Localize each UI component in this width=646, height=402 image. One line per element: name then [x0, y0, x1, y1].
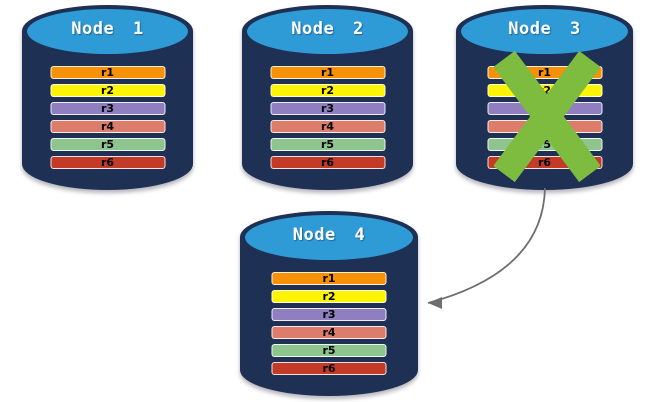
replica-bar-r2: r2	[270, 84, 385, 97]
replica-bar-r6: r6	[50, 156, 165, 169]
replica-bar-r5: r5	[270, 138, 385, 151]
replica-list: r1 r2 r3 r4 r5 r6	[271, 272, 387, 375]
replica-bar-r2: r2	[271, 290, 387, 303]
arrowhead-icon	[428, 297, 442, 309]
replica-list: r1 r2 r3 r4 r5 r6	[50, 66, 165, 169]
replica-bar-r2: r2	[50, 84, 165, 97]
cylinder-top-face	[461, 9, 628, 54]
cylinder-top-face	[245, 215, 413, 260]
replica-bar-r6: r6	[270, 156, 385, 169]
node-4-cylinder: Node 4 r1 r2 r3 r4 r5 r6	[240, 211, 418, 396]
replica-bar-r3: r3	[270, 102, 385, 115]
replica-bar-r1: r1	[271, 272, 387, 285]
replica-bar-r1: r1	[270, 66, 385, 79]
node-title: Node 1	[71, 19, 144, 39]
failover-arrow	[427, 187, 546, 309]
node-title: Node 3	[508, 19, 581, 39]
replica-bar-r5: r5	[271, 344, 387, 357]
cylinder-top-face	[27, 9, 188, 54]
replica-bar-r6: r6	[271, 362, 387, 375]
node-title: Node 4	[292, 225, 366, 245]
node-2-cylinder: Node 2 r1 r2 r3 r4 r5 r6	[242, 5, 413, 190]
replica-bar-r3: r3	[50, 102, 165, 115]
replica-bar-r5: r5	[50, 138, 165, 151]
replica-bar-r4: r4	[50, 120, 165, 133]
failure-x-icon	[494, 51, 600, 182]
replica-list: r1 r2 r3 r4 r5 r6	[270, 66, 385, 169]
replica-bar-r1: r1	[50, 66, 165, 79]
node-1-cylinder: Node 1 r1 r2 r3 r4 r5 r6	[22, 5, 193, 190]
node-title: Node 2	[291, 19, 364, 39]
replica-bar-r4: r4	[271, 326, 387, 339]
cylinder-top-face	[247, 9, 408, 54]
replica-bar-r3: r3	[271, 308, 387, 321]
replica-bar-r4: r4	[270, 120, 385, 133]
